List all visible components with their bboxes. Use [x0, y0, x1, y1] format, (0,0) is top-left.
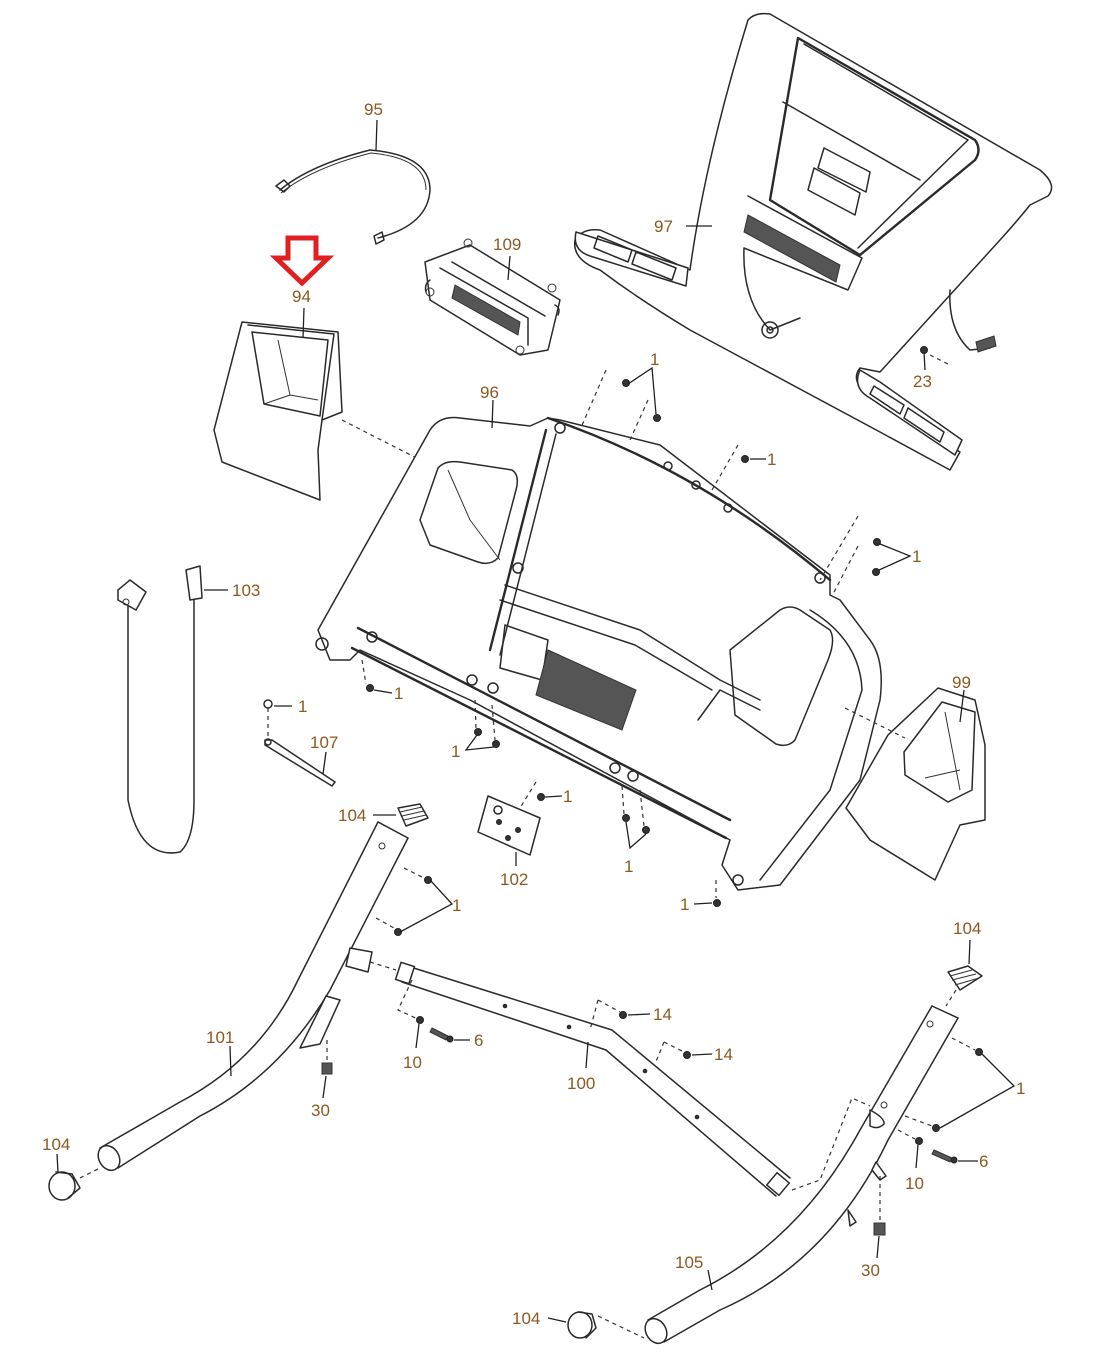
label-1-bottom-right: 1	[680, 895, 689, 914]
part-14-screw-b	[654, 1041, 713, 1065]
part-101-left-upright	[97, 821, 409, 1172]
part-103-wire-harness	[117, 565, 228, 854]
part-6-bolt-b	[931, 1149, 978, 1164]
part-104-end-cap-b	[48, 1153, 101, 1201]
label-95: 95	[364, 100, 383, 119]
label-101: 101	[206, 1028, 234, 1047]
fastener-group-1-under	[621, 785, 650, 850]
label-10-b: 10	[905, 1174, 924, 1193]
label-6-b: 6	[979, 1152, 988, 1171]
part-6-bolt-a	[429, 1027, 470, 1043]
label-1-right: 1	[912, 547, 921, 566]
part-104-end-cap-c	[945, 939, 983, 1007]
label-1-top: 1	[650, 350, 659, 369]
label-96: 96	[480, 383, 499, 402]
label-10-a: 10	[403, 1053, 422, 1072]
label-1-left-upright: 1	[452, 896, 461, 915]
label-1-right-upright: 1	[1016, 1079, 1025, 1098]
label-1-center-front: 1	[451, 742, 460, 761]
label-104-d: 104	[512, 1309, 540, 1328]
label-1-under: 1	[624, 857, 633, 876]
part-97-console	[573, 12, 1053, 471]
label-107: 107	[310, 733, 338, 752]
label-30-a: 30	[311, 1101, 330, 1120]
label-104-c: 104	[953, 919, 981, 938]
label-94: 94	[292, 287, 311, 306]
label-100: 100	[567, 1074, 595, 1093]
label-109: 109	[493, 235, 521, 254]
label-105: 105	[675, 1253, 703, 1272]
label-99: 99	[952, 673, 971, 692]
part-10-washer-a	[415, 1016, 424, 1049]
part-14-screw-a	[589, 999, 651, 1031]
part-104-end-cap-d	[547, 1311, 645, 1339]
label-23: 23	[913, 372, 932, 391]
fastener-group-1-top	[579, 366, 661, 441]
label-102: 102	[500, 870, 528, 889]
label-14-b: 14	[714, 1045, 733, 1064]
label-1-rod: 1	[298, 697, 307, 716]
label-104-b: 104	[42, 1135, 70, 1154]
part-30-nut-b	[873, 1176, 886, 1259]
label-97: 97	[654, 217, 673, 236]
dash-99-to-96	[844, 707, 906, 739]
fastener-group-1-right-upright	[904, 1037, 1016, 1132]
fastener-group-1-bottom-right	[693, 880, 721, 907]
part-94-left-cup-cover	[213, 307, 343, 501]
part-96-console-base	[315, 399, 882, 891]
label-30-b: 30	[861, 1261, 880, 1280]
fastener-group-1-mid	[711, 444, 766, 491]
part-95-cable	[275, 119, 431, 245]
label-1-bracket: 1	[563, 787, 572, 806]
label-104-a: 104	[338, 806, 366, 825]
highlight-down-arrow-icon	[269, 235, 335, 287]
part-109-motor-assembly	[424, 238, 561, 356]
label-103: 103	[232, 581, 260, 600]
part-107-rod	[263, 699, 336, 787]
fastener-group-1-left-upright	[375, 867, 454, 936]
label-1-mid: 1	[767, 450, 776, 469]
part-105-right-upright	[644, 1005, 959, 1345]
part-102-bracket	[477, 781, 563, 866]
label-6-a: 6	[474, 1031, 483, 1050]
label-14-a: 14	[653, 1005, 672, 1024]
fastener-group-1-left-front	[361, 659, 393, 694]
part-30-nut-a	[321, 1040, 333, 1099]
part-23-screw	[920, 346, 951, 371]
fastener-group-1-right	[819, 515, 912, 597]
part-100-crossbar	[369, 961, 791, 1197]
part-104-end-cap-a	[373, 803, 429, 827]
label-1-left-front: 1	[394, 684, 403, 703]
part-10-washer-b	[897, 1129, 923, 1169]
fastener-group-1-center-front	[464, 699, 500, 751]
part-99-right-cup-cover	[845, 687, 986, 881]
